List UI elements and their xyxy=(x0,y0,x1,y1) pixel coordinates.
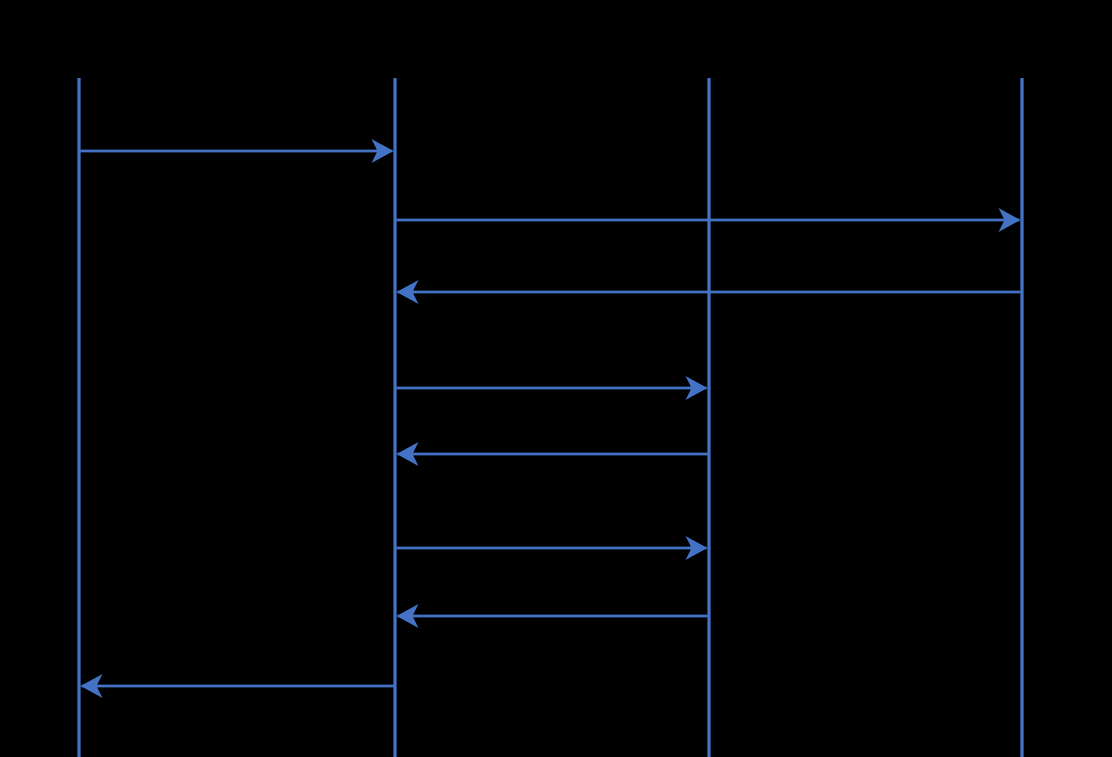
sequence-diagram xyxy=(77,78,1024,757)
diagram-canvas xyxy=(77,78,1024,757)
